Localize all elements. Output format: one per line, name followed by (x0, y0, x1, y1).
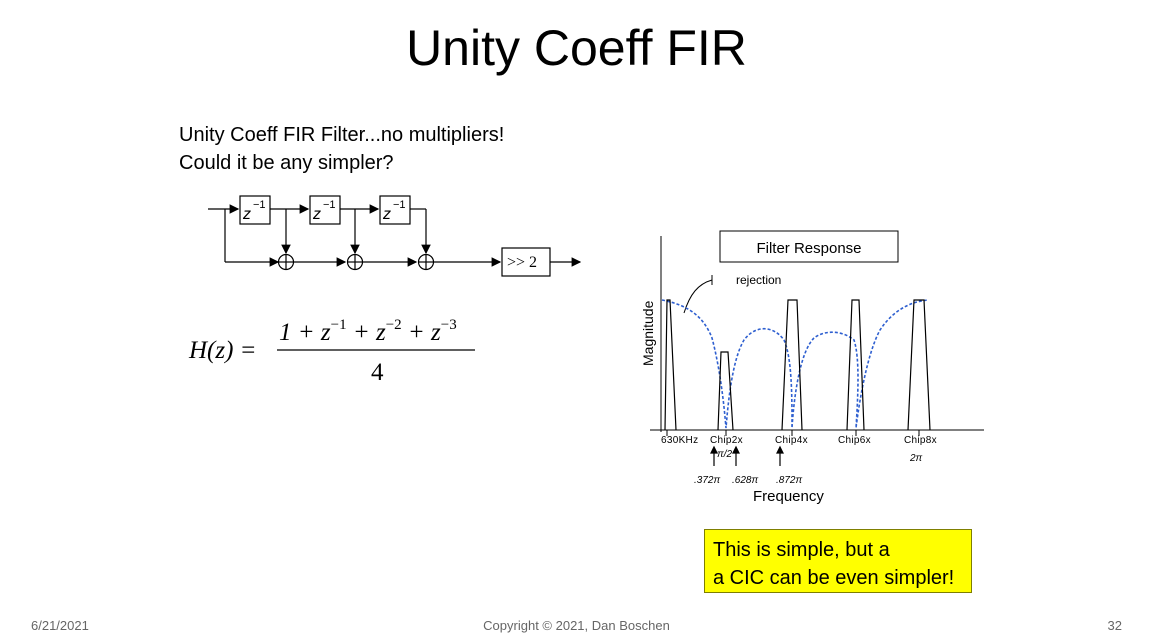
filter-response-plot: Filter Response Magnitude rejection 630K… (640, 230, 984, 505)
fir-block-diagram: z z z −1 −1 −1 >> 2 (208, 195, 582, 277)
delay-label-2: z (312, 206, 321, 223)
tick-label-chip6x: Chip6x (838, 435, 871, 446)
tick-label-chip8x: Chip8x (904, 435, 937, 446)
delay-block-2 (309, 195, 341, 225)
response-curve (661, 299, 929, 429)
rejection-label: rejection (736, 273, 781, 287)
tick-label-chip4x: Chip4x (775, 435, 808, 446)
label-two-pi: 2π (909, 453, 923, 464)
rejection-arrow (683, 279, 713, 314)
delay-block-3 (379, 195, 411, 225)
note-box: This is simple, but a a CIC can be even … (704, 529, 972, 593)
note-line-1: This is simple, but a (713, 539, 890, 561)
tick-label-chip2x: Chip2x (710, 435, 743, 446)
equation-numerator: 1 + z−1 + z−2 + z−3 (279, 317, 457, 346)
intro-line-2: Could it be any simpler? (179, 152, 394, 174)
delay-exponent-3: −1 (393, 199, 406, 211)
equation-denominator: 4 (371, 359, 384, 386)
equation-lhs: H(z) = (188, 337, 257, 364)
label-pi-over-2: π/2 (717, 449, 732, 460)
passband-pulses (664, 299, 931, 431)
delay-label-3: z (382, 206, 391, 223)
x-axis-label: Frequency (753, 488, 824, 505)
label-freq-1: .372π (694, 475, 720, 486)
footer-page-number: 32 (1107, 618, 1122, 633)
note-line-2: a CIC can be even simpler! (713, 567, 955, 589)
tick-label-630khz: 630KHz (661, 435, 698, 446)
y-axis-label: Magnitude (640, 300, 656, 366)
footer-date: 6/21/2021 (31, 618, 89, 633)
transfer-function: H(z) = 1 + z−1 + z−2 + z−3 4 (188, 317, 475, 386)
delay-label-1: z (242, 206, 251, 223)
shift-label: >> 2 (507, 254, 537, 271)
delay-exponent-1: −1 (253, 199, 266, 211)
plot-title: Filter Response (756, 240, 861, 257)
intro-line-1: Unity Coeff FIR Filter...no multipliers! (179, 124, 505, 146)
label-freq-2: .628π (732, 475, 758, 486)
label-freq-3: .872π (776, 475, 802, 486)
delay-block-1 (239, 195, 271, 225)
plot-title-box (719, 230, 899, 263)
delay-exponent-2: −1 (323, 199, 336, 211)
slide-title: Unity Coeff FIR (406, 20, 747, 76)
footer-copyright: Copyright © 2021, Dan Boschen (483, 618, 670, 633)
